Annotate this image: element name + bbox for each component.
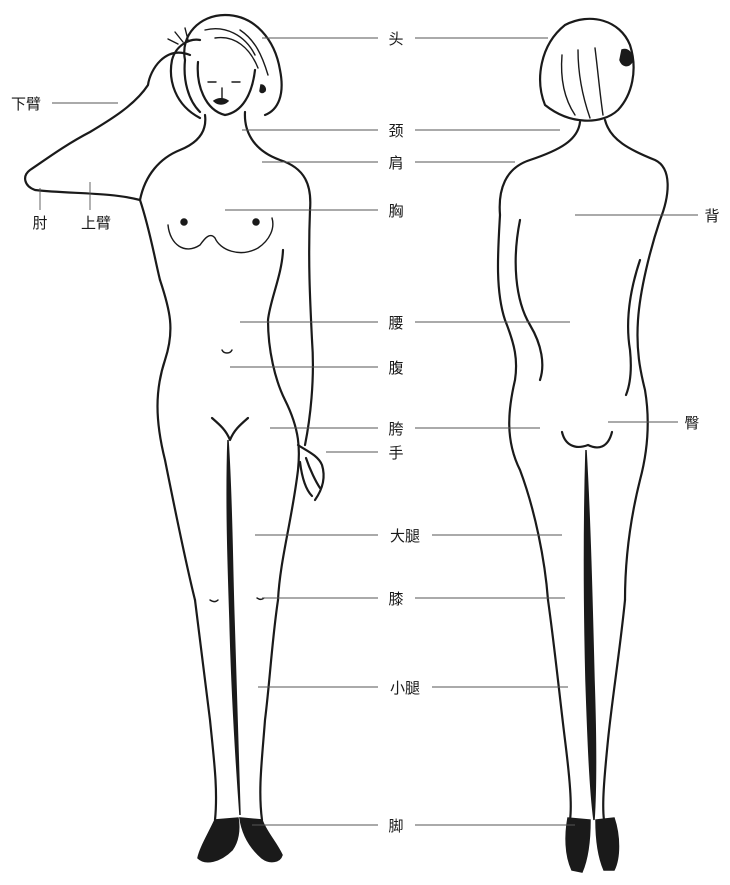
back-shoe-right (596, 818, 619, 870)
label-hand: 手 (388, 444, 403, 462)
label-shoulder: 肩 (388, 154, 403, 172)
back-hair-bun (620, 50, 632, 66)
front-hand (298, 445, 324, 500)
front-face (198, 62, 255, 115)
back-buttocks (562, 432, 612, 447)
label-head: 头 (388, 30, 403, 48)
back-torso-right (605, 120, 668, 600)
front-raised-arm (25, 40, 200, 200)
back-right-leg (603, 600, 625, 820)
label-upper-arm: 上臂 (81, 214, 111, 232)
front-neck-shoulder-left (140, 115, 205, 280)
front-hair-strands (205, 29, 268, 75)
front-torso-left (158, 280, 196, 600)
front-nipple-left (181, 219, 187, 225)
front-navel (222, 350, 232, 353)
labels: 头 颈 肩 胸 腰 腹 胯 手 大腿 膝 小腿 脚 下臂 肘 上臂 背 臀 (11, 30, 720, 835)
back-torso-left (498, 122, 580, 600)
front-shoe-right (240, 818, 282, 862)
front-nipple-right (253, 219, 259, 225)
back-inner-leg-line (585, 450, 596, 820)
back-figure (498, 19, 668, 872)
front-groin (212, 418, 248, 440)
front-inner-leg-line (227, 440, 240, 815)
label-back: 背 (704, 207, 719, 225)
label-buttocks: 臀 (684, 414, 699, 432)
back-left-leg (548, 600, 571, 820)
back-shoe-left (566, 818, 590, 872)
front-eyes-nose (208, 82, 240, 98)
front-left-leg (195, 600, 216, 820)
label-hip: 胯 (388, 420, 403, 438)
front-torso-right (268, 250, 299, 600)
label-foot: 脚 (388, 817, 403, 835)
back-left-arm (516, 220, 543, 380)
label-chest: 胸 (388, 202, 403, 220)
label-elbow: 肘 (32, 214, 47, 232)
front-shoe-left (198, 818, 239, 862)
label-abdomen: 腹 (388, 359, 403, 377)
label-neck: 颈 (388, 122, 403, 140)
label-thigh: 大腿 (390, 527, 420, 545)
front-figure (25, 15, 323, 862)
front-lips (214, 99, 228, 104)
label-calf: 小腿 (390, 679, 420, 697)
label-forearm: 下臂 (11, 95, 41, 113)
front-knees (210, 598, 264, 602)
front-earring (260, 85, 265, 93)
label-knee: 膝 (388, 590, 403, 608)
leader-lines (40, 38, 698, 825)
front-right-leg (260, 600, 278, 820)
back-hair-strands (562, 48, 603, 118)
back-hair (540, 19, 633, 121)
label-waist: 腰 (388, 314, 403, 332)
